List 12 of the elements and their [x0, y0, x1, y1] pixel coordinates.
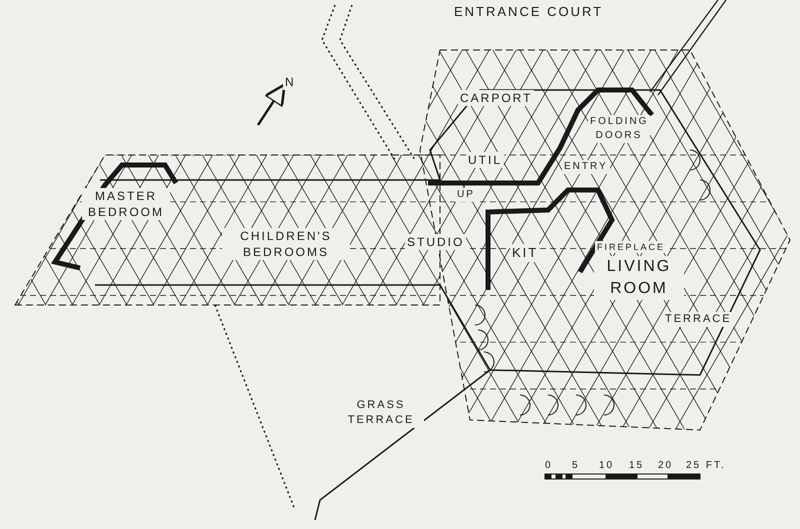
room-label: ENTRY [562, 160, 610, 174]
room-label: STUDIO [405, 234, 466, 250]
room-label: CHILDREN'S BEDROOMS [222, 228, 350, 260]
room-label: FOLDING DOORS [588, 115, 650, 143]
note-label: UP [455, 188, 477, 202]
room-label: UTIL [466, 152, 504, 168]
room-label: CARPORT [458, 90, 534, 106]
room-label: FIREPLACE [595, 241, 668, 253]
area-label: TERRACE [663, 312, 734, 327]
room-label: MASTER BEDROOM [82, 188, 170, 220]
room-label: KIT [510, 244, 540, 262]
room-label: LIVING ROOM [594, 256, 684, 300]
